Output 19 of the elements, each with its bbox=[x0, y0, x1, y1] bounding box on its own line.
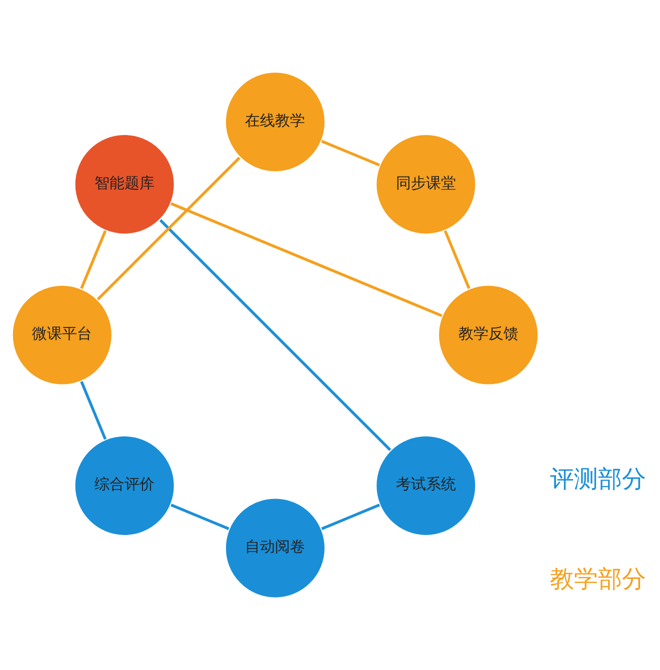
connector bbox=[321, 140, 380, 166]
node-circle: 自动阅卷 bbox=[224, 496, 326, 600]
label: 评测部分 bbox=[550, 464, 646, 493]
connector bbox=[170, 504, 230, 530]
node-circle: 教学反馈 bbox=[437, 284, 540, 386]
node-circle: 综合评价 bbox=[73, 434, 176, 537]
node-circle: 微课平台 bbox=[11, 284, 114, 386]
label: 教学部分 bbox=[550, 565, 646, 594]
node-circle: 在线教学 bbox=[224, 70, 326, 174]
connector bbox=[321, 504, 380, 530]
node-circle: 同步课堂 bbox=[374, 133, 478, 236]
connector bbox=[80, 381, 107, 440]
connector bbox=[96, 156, 240, 300]
connector bbox=[80, 230, 107, 289]
connector bbox=[444, 230, 470, 289]
connector bbox=[170, 202, 442, 318]
connector bbox=[159, 219, 392, 451]
node-circle: 智能题库 bbox=[73, 133, 176, 236]
node-circle: 考试系统 bbox=[374, 434, 478, 537]
